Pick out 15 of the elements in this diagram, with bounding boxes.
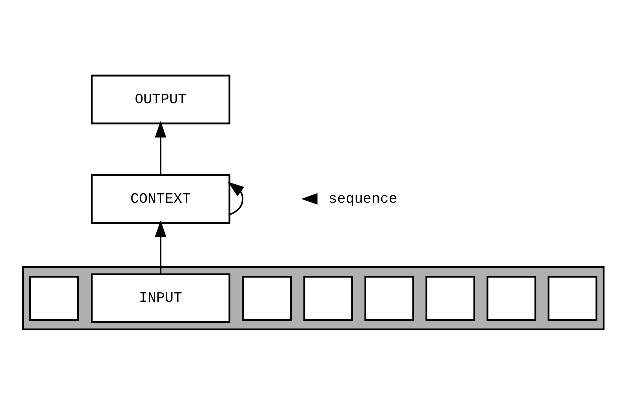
node-box	[29, 276, 80, 321]
node-box	[486, 276, 536, 321]
arrow	[155, 121, 167, 175]
node-box	[304, 276, 354, 321]
node-box: OUTPUT	[91, 74, 231, 125]
label: sequence	[328, 192, 398, 208]
arrow	[228, 182, 245, 216]
cluster	[22, 266, 605, 331]
node-box	[426, 276, 476, 321]
node-box	[364, 276, 414, 321]
node-box	[548, 276, 598, 321]
node-box	[242, 276, 292, 321]
node-box: CONTEXT	[91, 174, 231, 224]
node-box: INPUT	[91, 274, 231, 324]
arrow	[155, 220, 167, 274]
